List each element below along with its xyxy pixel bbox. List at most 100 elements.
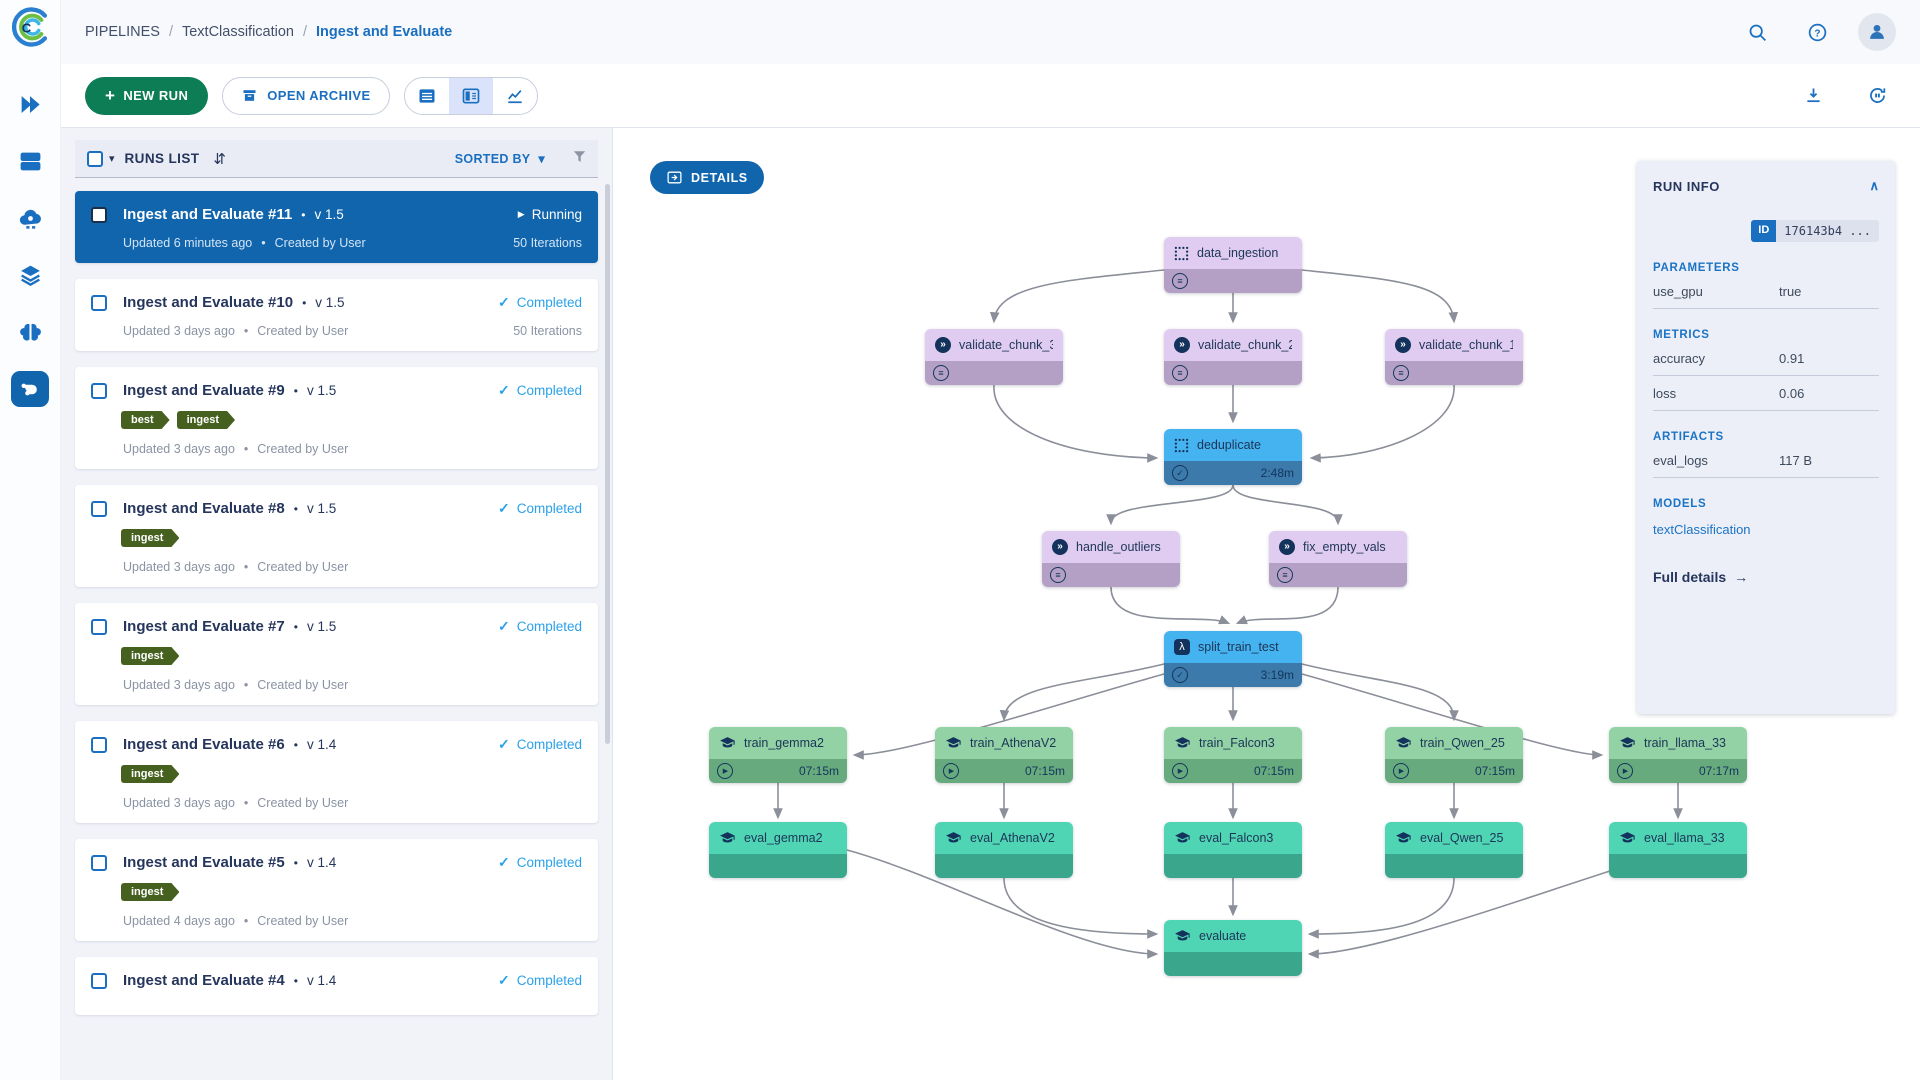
run-checkbox[interactable] (91, 500, 107, 517)
auto-refresh-button[interactable] (1858, 77, 1896, 115)
help-button[interactable]: ? (1798, 13, 1836, 51)
new-run-button[interactable]: + NEW RUN (85, 76, 209, 115)
select-dropdown-caret[interactable]: ▾ (109, 153, 115, 165)
sidebar-item[interactable] (11, 143, 49, 179)
check-icon[interactable]: ✓ (1172, 667, 1188, 683)
node-label: validate_chunk_2 (1198, 338, 1292, 352)
dag-node[interactable]: eval_gemma2 (709, 822, 847, 878)
open-archive-button[interactable]: OPEN ARCHIVE (222, 76, 390, 115)
completed-icon: ✓ (497, 736, 510, 752)
run-meta: Updated 6 minutes ago • Created by User … (123, 236, 582, 250)
dag-node[interactable]: » handle_outliers ≡ (1042, 531, 1180, 587)
sidebar-item[interactable] (11, 257, 49, 293)
run-checkbox[interactable] (91, 854, 107, 871)
run-checkbox[interactable] (91, 294, 107, 311)
run-card[interactable]: Ingest and Evaluate #5 • v 1.4 ✓ Complet… (75, 839, 598, 941)
dag-node[interactable]: eval_AthenaV2 (935, 822, 1073, 878)
run-id-chip[interactable]: ID 176143b4 ... (1653, 220, 1879, 242)
run-checkbox[interactable] (91, 206, 107, 223)
menu-icon[interactable]: ≡ (1050, 567, 1066, 583)
details-button[interactable]: DETAILS (650, 161, 764, 194)
sorted-by-dropdown[interactable]: SORTED BY▾ (454, 151, 545, 167)
dag-node[interactable]: evaluate (1164, 920, 1302, 976)
sidebar-item[interactable] (11, 371, 49, 407)
collapse-chevron-icon[interactable]: ∧ (1869, 178, 1879, 193)
check-icon[interactable]: ✓ (1172, 465, 1188, 481)
runs-list-scrollbar[interactable] (605, 184, 610, 744)
dag-node[interactable]: train_Qwen_25 ▶ 07:15m (1385, 727, 1523, 783)
download-button[interactable] (1794, 77, 1832, 115)
run-card[interactable]: Ingest and Evaluate #9 • v 1.5 ✓ Complet… (75, 367, 598, 469)
select-all-checkbox[interactable] (87, 150, 103, 167)
filter-button[interactable] (571, 148, 588, 170)
play-icon[interactable]: ▶ (1393, 763, 1409, 779)
menu-icon[interactable]: ≡ (1172, 273, 1188, 289)
sort-icon[interactable]: ⇵ (213, 150, 226, 168)
node-label: validate_chunk_3 (959, 338, 1053, 352)
run-created-by: Created by User (257, 678, 349, 692)
sidebar-item[interactable] (11, 86, 49, 122)
dag-node[interactable]: » validate_chunk_1 ≡ (1385, 329, 1523, 385)
tag-chip[interactable]: ingest (121, 647, 179, 665)
tag-chip[interactable]: ingest (121, 883, 179, 901)
user-avatar[interactable] (1858, 13, 1896, 51)
graduation-cap-icon (719, 830, 736, 847)
menu-icon[interactable]: ≡ (1172, 365, 1188, 381)
dag-node[interactable]: » fix_empty_vals ≡ (1269, 531, 1407, 587)
run-checkbox[interactable] (91, 618, 107, 635)
run-card[interactable]: Ingest and Evaluate #6 • v 1.4 ✓ Complet… (75, 721, 598, 823)
tag-chip[interactable]: ingest (177, 411, 235, 429)
dag-canvas[interactable]: DETAILS (613, 128, 1920, 1080)
model-link[interactable]: textClassification (1653, 522, 1751, 537)
sidebar-item[interactable] (11, 314, 49, 350)
dag-node[interactable]: train_gemma2 ▶ 07:15m (709, 727, 847, 783)
dag-node[interactable]: » validate_chunk_2 ≡ (1164, 329, 1302, 385)
chart-view-button[interactable] (493, 78, 537, 114)
dag-node[interactable]: train_AthenaV2 ▶ 07:15m (935, 727, 1073, 783)
dag-node[interactable]: eval_Qwen_25 (1385, 822, 1523, 878)
tag-chip[interactable]: ingest (121, 765, 179, 783)
play-icon[interactable]: ▶ (1617, 763, 1633, 779)
run-card[interactable]: Ingest and Evaluate #8 • v 1.5 ✓ Complet… (75, 485, 598, 587)
run-version: v 1.5 (306, 619, 337, 634)
full-details-link[interactable]: Full details → (1653, 569, 1749, 585)
run-card[interactable]: Ingest and Evaluate #7 • v 1.5 ✓ Complet… (75, 603, 598, 705)
menu-icon[interactable]: ≡ (933, 365, 949, 381)
run-checkbox[interactable] (91, 736, 107, 753)
dag-node[interactable]: λ split_train_test ✓ 3:19m (1164, 631, 1302, 687)
breadcrumb-root[interactable]: PIPELINES (85, 24, 160, 40)
run-card[interactable]: Ingest and Evaluate #10 • v 1.5 ✓ Comple… (75, 279, 598, 351)
play-icon[interactable]: ▶ (943, 763, 959, 779)
run-checkbox[interactable] (91, 972, 107, 989)
run-info-section: PARAMETERS use_gpu true (1653, 262, 1879, 309)
lambda-icon: λ (1174, 639, 1190, 655)
run-card[interactable]: Ingest and Evaluate #4 • v 1.4 ✓ Complet… (75, 957, 598, 1015)
menu-icon[interactable]: ≡ (1277, 567, 1293, 583)
tag-chip[interactable]: best (121, 411, 170, 429)
dag-node[interactable]: train_Falcon3 ▶ 07:15m (1164, 727, 1302, 783)
run-card[interactable]: Ingest and Evaluate #11 • v 1.5 ▶ Runnin… (75, 191, 598, 263)
run-checkbox[interactable] (91, 382, 107, 399)
dag-node[interactable]: eval_Falcon3 (1164, 822, 1302, 878)
tag-chip[interactable]: ingest (121, 529, 179, 547)
split-view-button[interactable] (448, 77, 493, 114)
node-label: eval_gemma2 (744, 831, 823, 845)
table-view-button[interactable] (405, 78, 449, 114)
graduation-cap-icon (945, 830, 962, 847)
dag-node[interactable]: eval_llama_33 (1609, 822, 1747, 878)
clearml-logo[interactable]: C (9, 6, 51, 48)
run-version: v 1.4 (306, 855, 337, 870)
info-row: eval_logs 117 B (1653, 443, 1879, 478)
dag-node[interactable]: » validate_chunk_3 ≡ (925, 329, 1063, 385)
dag-node[interactable]: deduplicate ✓ 2:48m (1164, 429, 1302, 485)
play-icon[interactable]: ▶ (717, 763, 733, 779)
id-badge: ID (1751, 220, 1777, 242)
dag-node[interactable]: train_llama_33 ▶ 07:17m (1609, 727, 1747, 783)
sidebar-item[interactable] (11, 200, 49, 236)
dag-node[interactable]: data_ingestion ≡ (1164, 237, 1302, 293)
menu-icon[interactable]: ≡ (1393, 365, 1409, 381)
play-icon[interactable]: ▶ (1172, 763, 1188, 779)
search-button[interactable] (1738, 13, 1776, 51)
breadcrumb-project[interactable]: TextClassification (181, 24, 294, 40)
